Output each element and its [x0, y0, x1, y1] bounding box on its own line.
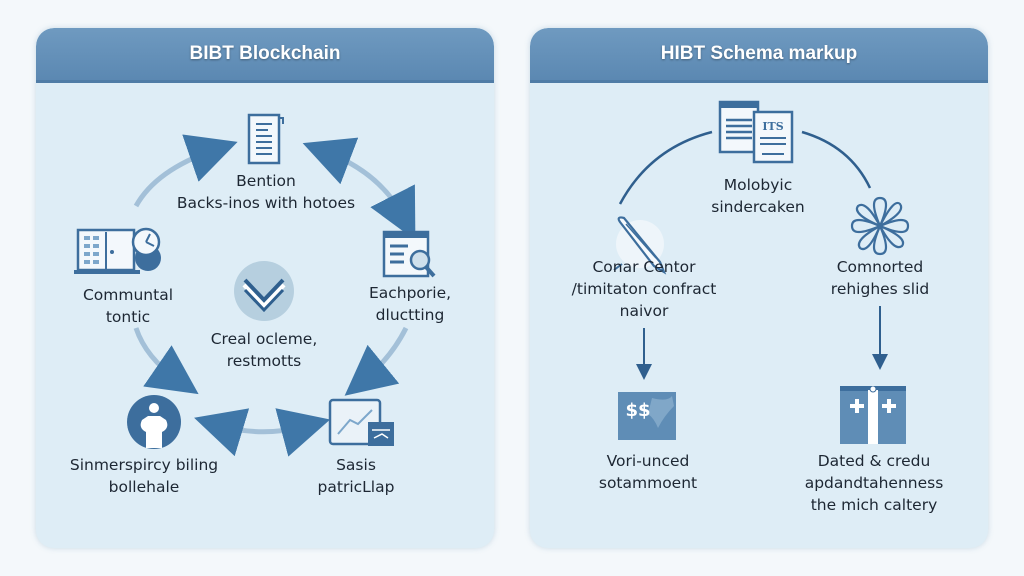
arc-left — [618, 130, 713, 205]
node-label-right: Eachporie, dluctting — [368, 284, 452, 324]
document-icon — [247, 113, 284, 165]
chart-folder-icon — [328, 398, 394, 446]
node-label-right: Comnorted rehighes slid — [830, 258, 930, 298]
node-label-left: Conar Centor /timitaton confract naivor — [571, 258, 717, 320]
blockchain-panel-title: BIBT Blockchain — [36, 28, 494, 83]
node-label-top: Molobyic sindercaken — [711, 176, 805, 216]
node-label-top: Bention Backs-inos with hotoes — [176, 172, 356, 212]
dollar-card-icon: $$ — [618, 392, 676, 440]
arrow-left-to-top — [133, 134, 238, 208]
svg-text:$$: $$ — [625, 400, 650, 421]
node-label-left: Communtal tontic — [82, 286, 174, 326]
node-label-center: Creal ocleme, restmotts — [210, 330, 318, 370]
schema-panel-title: HIBT Schema markup — [530, 28, 988, 83]
flower-network-icon — [850, 196, 910, 256]
node-label-bottom-left: Sinmerspircy biling bollehale — [69, 456, 219, 496]
schema-connectors — [618, 130, 888, 380]
svg-text:ITS: ITS — [762, 120, 783, 133]
cycle-arrows — [133, 134, 416, 457]
medical-box-icon — [840, 386, 906, 444]
schema-panel: HIBT Schema markup ITS Molobyic sinderca… — [530, 28, 988, 548]
blockchain-panel: BIBT Blockchain Bention Backs-inos with … — [36, 28, 494, 548]
laptop-clock-icon — [74, 227, 161, 274]
arrow-top-to-right — [302, 137, 416, 241]
node-label-bottom-right: Dated & credu apdandtahenness the mich c… — [804, 452, 944, 514]
arc-right — [801, 130, 872, 189]
node-label-bottom-left: Vori-unced sotammoent — [598, 452, 698, 492]
node-label-bottom-right: Sasis patricLlap — [317, 456, 395, 496]
person-circle-icon — [127, 395, 181, 449]
arrow-bottom-double — [194, 408, 331, 457]
pen-globe-icon — [613, 216, 667, 275]
arrow-right-to-bottom-right — [344, 326, 409, 396]
documents-icon: ITS — [718, 100, 794, 164]
document-search-icon — [382, 230, 436, 278]
open-book-chevron-icon — [234, 261, 294, 321]
arrow-left-to-bottom-left — [133, 327, 199, 395]
